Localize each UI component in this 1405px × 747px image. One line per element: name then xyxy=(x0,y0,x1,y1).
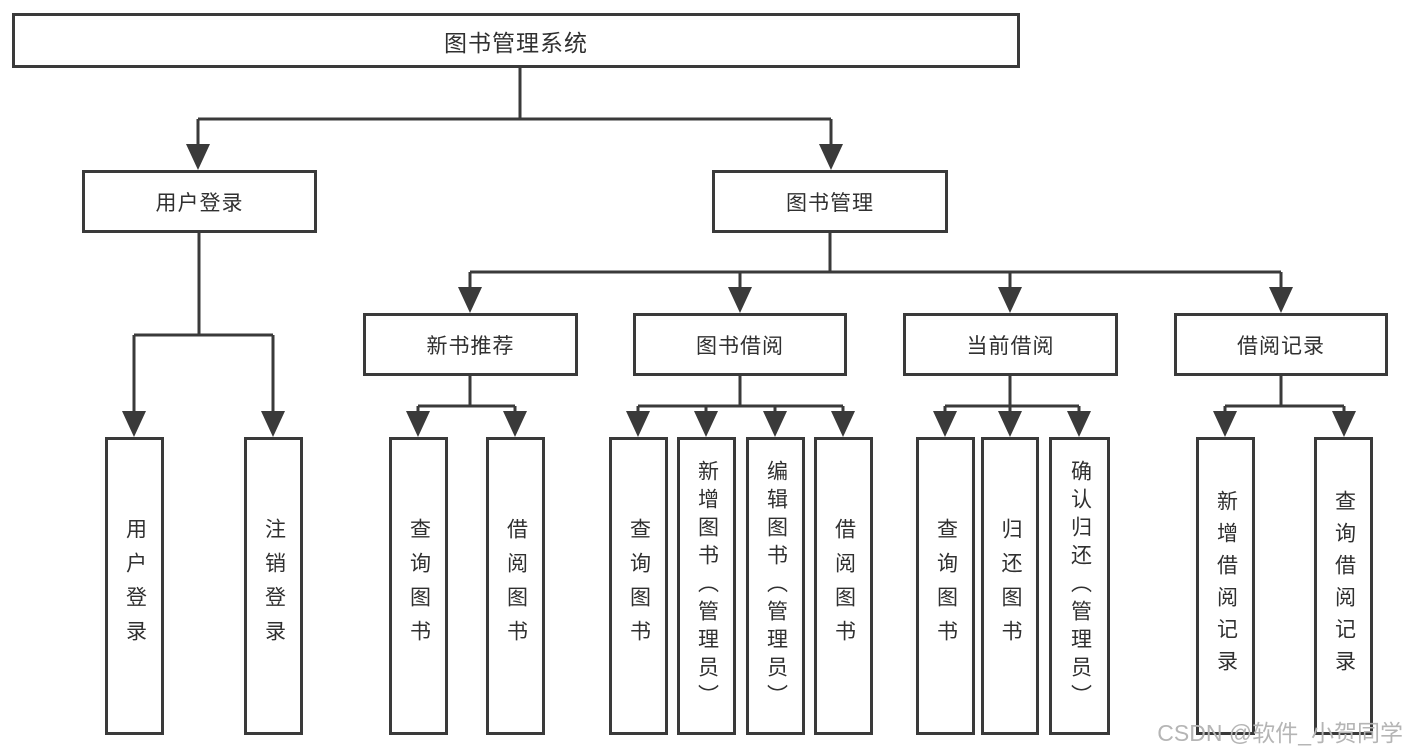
node-new-book-recommend: 新书推荐 xyxy=(363,313,578,376)
node-current-borrow: 当前借阅 xyxy=(903,313,1118,376)
leaf-query-books-recommend-label: 查询图书 xyxy=(407,518,431,654)
node-book-management-label: 图书管理 xyxy=(786,191,874,215)
csdn-watermark: CSDN @软件_小贺同学 xyxy=(1157,720,1403,746)
leaf-add-borrow-record-label: 新增借阅记录 xyxy=(1214,490,1238,682)
leaf-query-books-borrow: 查询图书 xyxy=(609,437,668,735)
node-book-borrow-label: 图书借阅 xyxy=(696,334,784,358)
leaf-add-book-admin-label: 新增图书（管理员） xyxy=(695,460,719,712)
leaf-query-books-recommend: 查询图书 xyxy=(389,437,448,735)
leaf-logout-label: 注销登录 xyxy=(262,518,286,654)
leaf-confirm-return-admin-label: 确认归还（管理员） xyxy=(1068,460,1092,712)
leaf-return-book-label: 归还图书 xyxy=(999,518,1022,654)
leaf-edit-book-admin-label: 编辑图书（管理员） xyxy=(764,460,788,712)
leaf-logout: 注销登录 xyxy=(244,437,303,735)
leaf-query-books-borrow-label: 查询图书 xyxy=(627,518,651,654)
leaf-borrow-books: 借阅图书 xyxy=(814,437,873,735)
arrowhead-icons xyxy=(122,144,1356,437)
node-library-system-label: 图书管理系统 xyxy=(444,29,588,56)
node-library-system: 图书管理系统 xyxy=(12,13,1020,68)
leaf-query-books-current-label: 查询图书 xyxy=(934,518,958,654)
node-user-login-label: 用户登录 xyxy=(155,191,244,215)
node-borrow-record: 借阅记录 xyxy=(1174,313,1388,376)
node-borrow-record-label: 借阅记录 xyxy=(1237,334,1325,358)
node-book-borrow: 图书借阅 xyxy=(633,313,847,376)
leaf-borrow-books-label: 借阅图书 xyxy=(832,518,856,654)
node-book-management: 图书管理 xyxy=(712,170,948,233)
leaf-add-borrow-record: 新增借阅记录 xyxy=(1196,437,1255,735)
node-new-book-recommend-label: 新书推荐 xyxy=(426,334,515,358)
leaf-query-borrow-record-label: 查询借阅记录 xyxy=(1332,490,1356,682)
node-current-borrow-label: 当前借阅 xyxy=(966,334,1055,358)
leaf-borrow-books-recommend-label: 借阅图书 xyxy=(504,518,528,654)
leaf-user-login: 用户登录 xyxy=(105,437,164,735)
node-user-login: 用户登录 xyxy=(82,170,317,233)
leaf-add-book-admin: 新增图书（管理员） xyxy=(677,437,736,735)
leaf-query-books-current: 查询图书 xyxy=(916,437,975,735)
leaf-confirm-return-admin: 确认归还（管理员） xyxy=(1049,437,1110,735)
leaf-query-borrow-record: 查询借阅记录 xyxy=(1314,437,1373,735)
leaf-edit-book-admin: 编辑图书（管理员） xyxy=(746,437,805,735)
leaf-return-book: 归还图书 xyxy=(981,437,1039,735)
leaf-user-login-label: 用户登录 xyxy=(123,518,147,654)
leaf-borrow-books-recommend: 借阅图书 xyxy=(486,437,545,735)
